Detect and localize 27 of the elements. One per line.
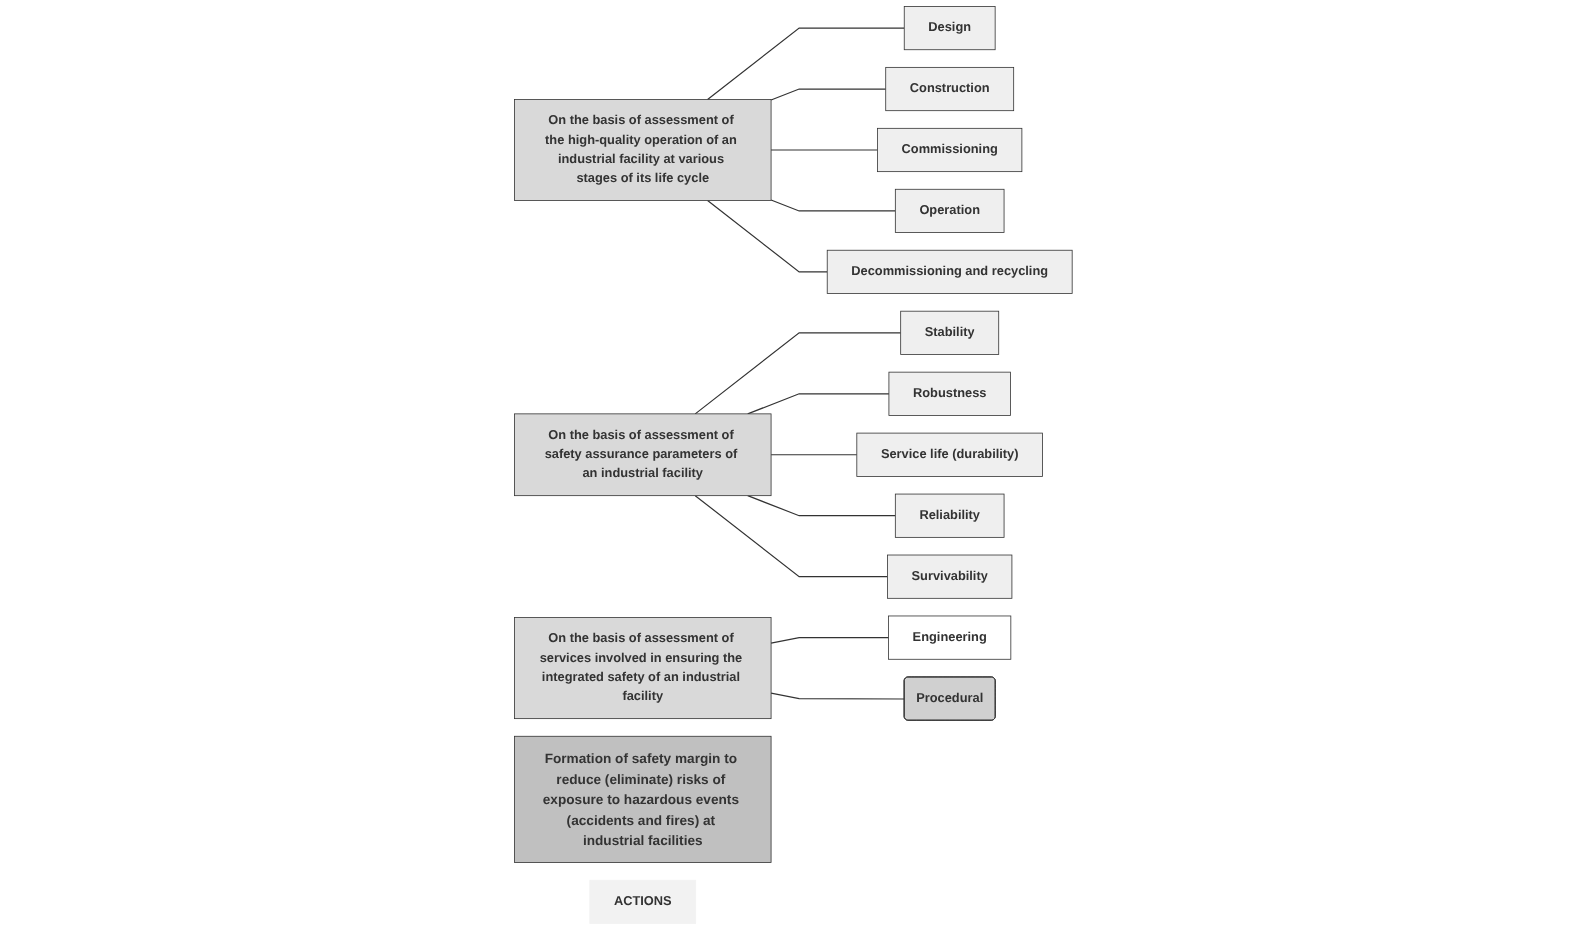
connector bbox=[770, 637, 889, 644]
node-box bbox=[899, 310, 999, 355]
node-box bbox=[894, 188, 1005, 233]
connector bbox=[770, 692, 905, 700]
node-box bbox=[887, 615, 1011, 660]
connector bbox=[770, 88, 886, 101]
connector bbox=[694, 495, 888, 578]
connector bbox=[706, 199, 828, 273]
node-box bbox=[888, 371, 1011, 416]
node-box bbox=[513, 735, 772, 863]
connector bbox=[770, 454, 858, 456]
node-box bbox=[894, 493, 1005, 538]
connector bbox=[770, 149, 878, 151]
connector bbox=[694, 332, 901, 415]
node-box bbox=[886, 554, 1012, 599]
node-box bbox=[856, 432, 1043, 477]
connector bbox=[746, 393, 890, 415]
node-box bbox=[885, 66, 1014, 112]
node-box bbox=[513, 99, 772, 201]
connector bbox=[770, 199, 896, 212]
node-box bbox=[876, 127, 1022, 173]
node-box bbox=[513, 617, 772, 720]
connector bbox=[706, 27, 905, 101]
node-box bbox=[513, 413, 772, 497]
node-box bbox=[826, 249, 1073, 294]
connector bbox=[746, 495, 896, 517]
node-box bbox=[903, 6, 996, 51]
